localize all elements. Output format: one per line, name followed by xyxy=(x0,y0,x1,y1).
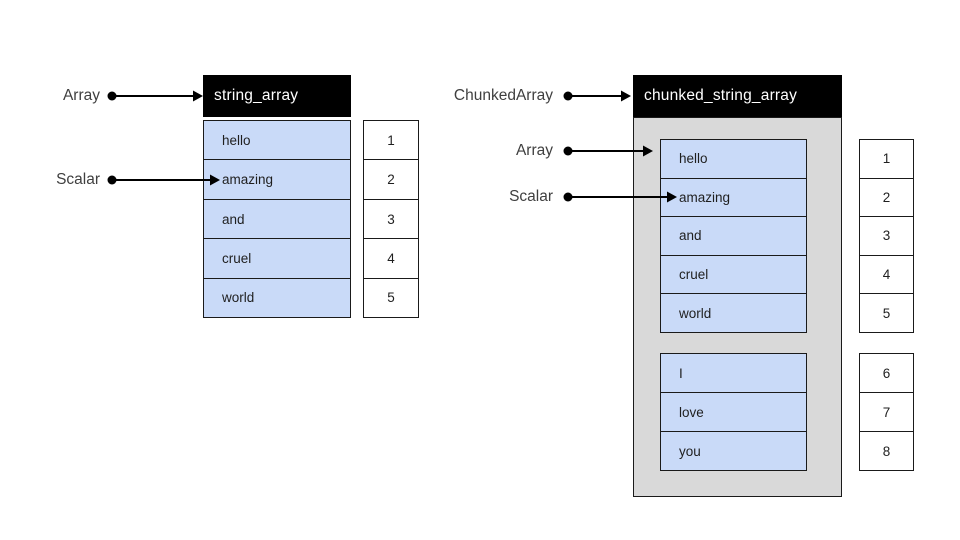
index-cell: 2 xyxy=(364,159,418,199)
chunked-array-pointer-arrow xyxy=(563,90,631,102)
index-cell: 3 xyxy=(860,216,913,255)
chunked-array-title: chunked_string_array xyxy=(644,87,798,104)
scalar-pointer-label: Scalar xyxy=(56,171,100,188)
scalar-pointer-label: Scalar xyxy=(509,188,553,205)
value-cell: amazing xyxy=(661,177,806,217)
arrow-head-icon xyxy=(621,90,631,102)
value-cell: hello xyxy=(661,140,806,178)
value-cell: world xyxy=(204,277,350,318)
array-title: string_array xyxy=(214,87,299,104)
array-pointer-label: Array xyxy=(62,87,100,104)
value-cell: hello xyxy=(204,121,350,160)
string-array-table: hello amazing and cruel world xyxy=(203,120,351,318)
index-cell: 1 xyxy=(364,121,418,160)
value-cell: and xyxy=(661,216,806,255)
index-column: 1 2 3 4 5 xyxy=(859,139,914,333)
index-cell: 3 xyxy=(364,198,418,239)
index-column: 6 7 8 xyxy=(859,353,914,471)
value-cell: and xyxy=(204,198,350,239)
index-cell: 5 xyxy=(364,277,418,318)
chunked-array-pointer-label: ChunkedArray xyxy=(453,87,553,104)
array-title-bar: string_array xyxy=(203,75,351,117)
arrow-dot xyxy=(107,175,117,185)
chunked-array-title-bar: chunked_string_array xyxy=(633,75,842,117)
index-cell: 1 xyxy=(860,140,913,178)
arrow-dot xyxy=(563,146,573,156)
index-cell: 4 xyxy=(364,238,418,278)
chunk-2-table: I love you xyxy=(660,353,807,471)
value-cell: cruel xyxy=(204,238,350,278)
index-column: 1 2 3 4 5 xyxy=(363,120,419,318)
index-cell: 8 xyxy=(860,431,913,470)
value-cell: love xyxy=(661,392,806,431)
index-cell: 5 xyxy=(860,293,913,332)
value-cell: amazing xyxy=(204,159,350,199)
value-cell: I xyxy=(661,354,806,392)
index-cell: 2 xyxy=(860,177,913,217)
arrow-head-icon xyxy=(193,90,203,102)
chunk-1-table: hello amazing and cruel world xyxy=(660,139,807,333)
value-cell: world xyxy=(661,293,806,332)
array-pointer-arrow xyxy=(107,90,203,102)
index-cell: 7 xyxy=(860,392,913,431)
value-cell: you xyxy=(661,431,806,470)
arrow-dot xyxy=(563,91,573,101)
array-pointer-label: Array xyxy=(515,142,553,159)
value-cell: cruel xyxy=(661,254,806,294)
arrow-dot xyxy=(107,91,117,101)
index-cell: 4 xyxy=(860,254,913,294)
arrow-dot xyxy=(563,192,573,202)
index-cell: 6 xyxy=(860,354,913,392)
